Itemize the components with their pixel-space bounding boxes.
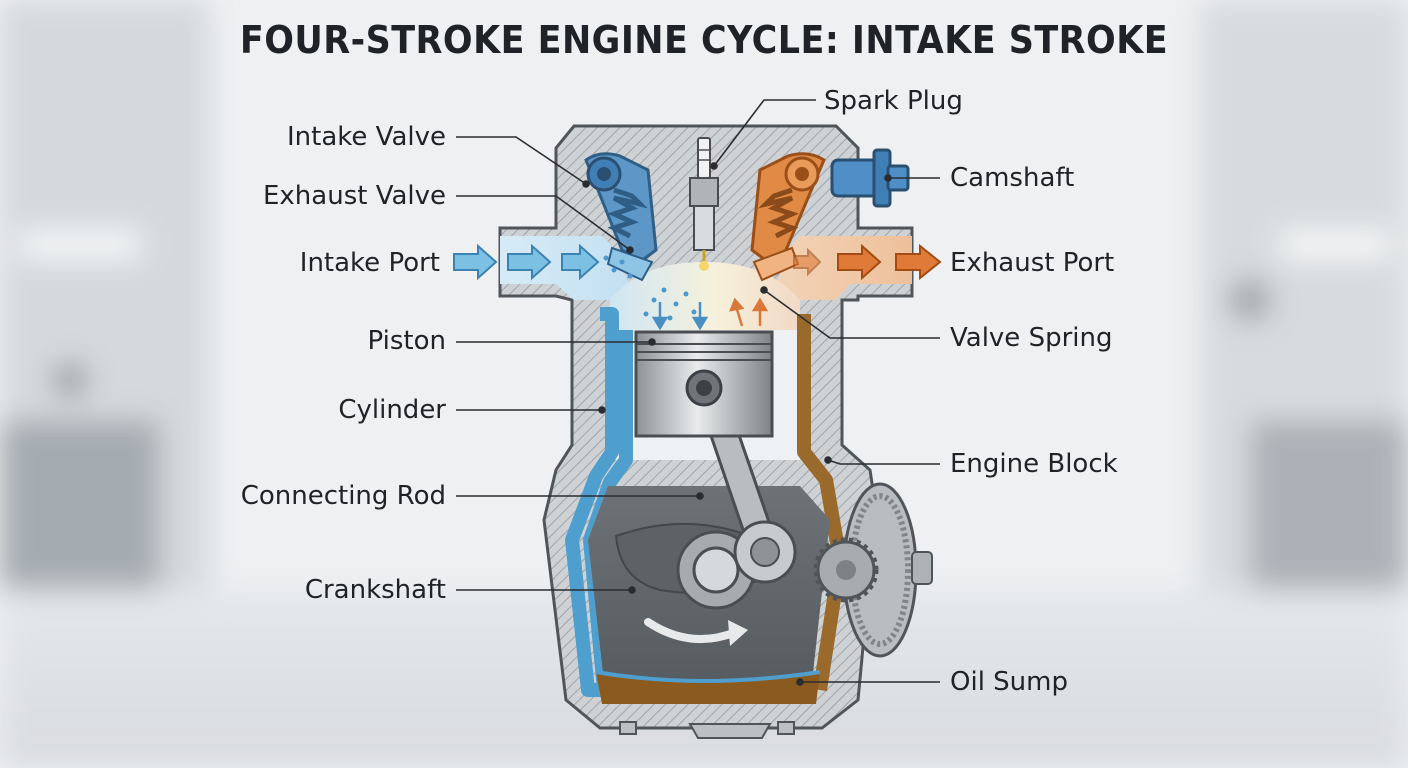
label-cylinder: Cylinder — [338, 395, 446, 425]
exhaust-flow-arrows — [793, 243, 942, 281]
rotation-arrow — [644, 618, 740, 644]
label-intake-port: Intake Port — [299, 248, 440, 278]
label-exhaust-port: Exhaust Port — [950, 248, 1115, 278]
spark-plug-shape — [689, 137, 719, 271]
label-connecting-rod: Connecting Rod — [240, 481, 446, 511]
label-piston: Piston — [367, 326, 446, 356]
piston-shape — [634, 330, 774, 438]
intake-mixture-dots — [603, 255, 697, 321]
leader-lines — [456, 99, 940, 686]
label-intake-valve: Intake Valve — [287, 122, 446, 152]
label-exhaust-valve: Exhaust Valve — [262, 181, 446, 211]
intake-down-arrows — [651, 302, 709, 331]
diagram-title: FOUR-STROKE ENGINE CYCLE: INTAKE STROKE — [239, 18, 1169, 62]
exhaust-valve-assembly — [750, 152, 826, 282]
timing-gear — [813, 482, 933, 658]
label-engine-block: Engine Block — [950, 449, 1118, 479]
label-spark-plug: Spark Plug — [824, 86, 963, 116]
label-valve-spring: Valve Spring — [950, 323, 1113, 353]
combustion-chamber — [610, 262, 800, 330]
camshaft-shape — [830, 148, 910, 208]
label-oil-sump: Oil Sump — [950, 667, 1068, 697]
coolant-jacket — [565, 307, 633, 697]
exhaust-up-arrows — [729, 297, 769, 327]
label-camshaft: Camshaft — [950, 163, 1075, 193]
intake-flow-arrows — [453, 243, 600, 281]
oil-passage — [797, 314, 847, 692]
intake-valve-assembly — [584, 152, 658, 282]
label-crankshaft: Crankshaft — [304, 575, 446, 605]
